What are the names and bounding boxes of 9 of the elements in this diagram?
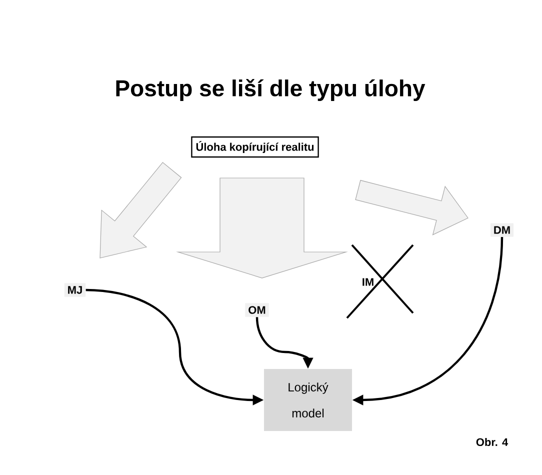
caption: Obr. 4 [476, 438, 508, 446]
node-label: DM [490, 223, 514, 237]
node-label: IM [362, 278, 374, 286]
title: Postup se liší dle typu úlohy [116, 79, 426, 101]
block-arrow [176, 178, 348, 278]
node-label: OM [245, 303, 269, 317]
task-box: Úloha kopírující realitu [191, 136, 319, 158]
node-label: MJ [64, 283, 86, 297]
model-box: Logický model [264, 369, 352, 431]
